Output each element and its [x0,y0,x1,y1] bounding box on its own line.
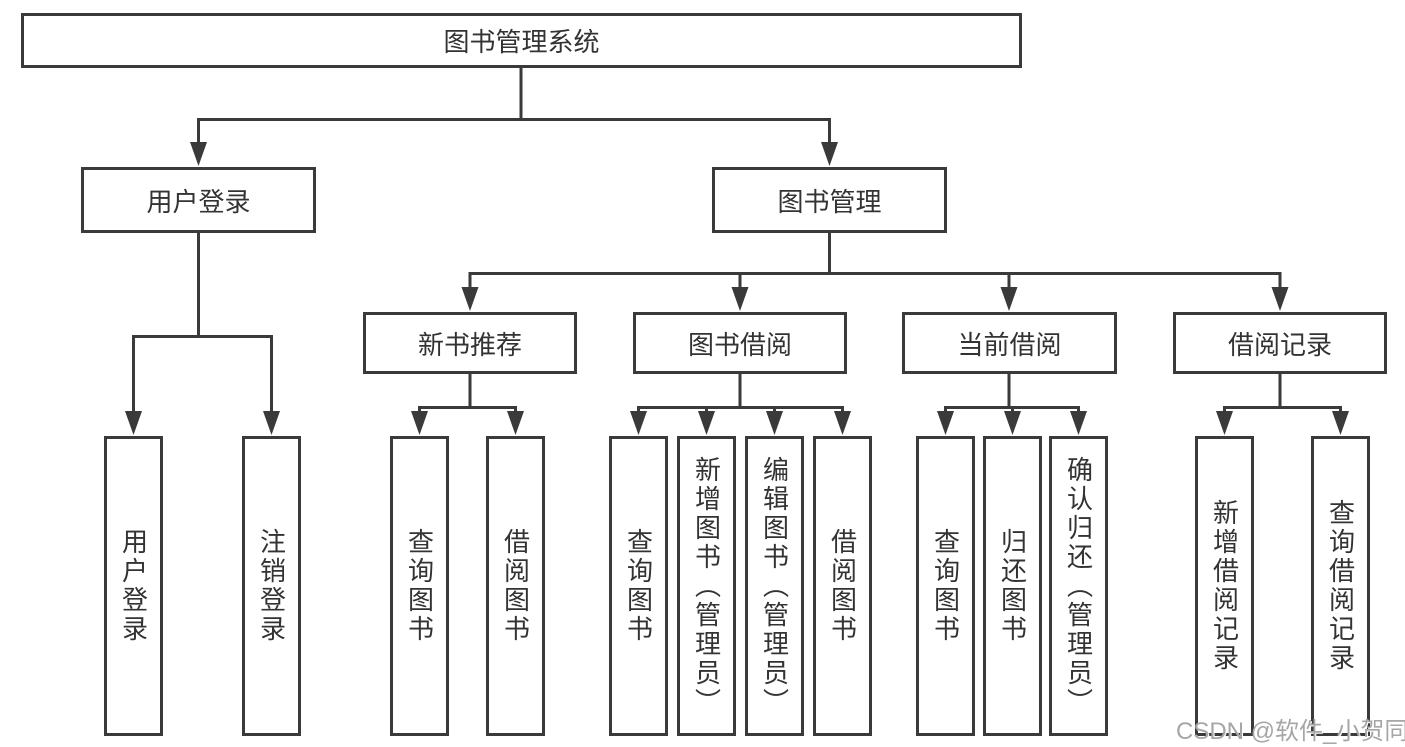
node-user-login: 用户登录 [81,167,316,233]
leaf-edit-books-admin: 编辑图书（管理员） [745,436,804,736]
leaf-query-books-borrowing: 查询图书 [609,436,668,736]
node-root: 图书管理系统 [21,13,1022,68]
leaf-query-books-current-label: 查询图书 [930,528,961,644]
node-new-book-recommend: 新书推荐 [363,312,577,374]
node-root-label: 图书管理系统 [443,27,600,57]
leaf-confirm-return-admin-label: 确认归还（管理员） [1063,455,1094,717]
leaf-return-books-label: 归还图书 [997,528,1028,644]
node-current-borrowing-label: 当前借阅 [957,329,1062,360]
node-book-management-label: 图书管理 [777,186,882,217]
leaf-add-borrow-record-label: 新增借阅记录 [1209,499,1240,673]
leaf-borrow-books-label: 借阅图书 [827,528,858,644]
node-new-book-recommend-label: 新书推荐 [417,329,522,360]
leaf-confirm-return-admin: 确认归还（管理员） [1049,436,1108,736]
node-borrowing-records-label: 借阅记录 [1227,329,1332,360]
leaf-add-books-admin: 新增图书（管理员） [677,436,736,736]
leaf-return-books: 归还图书 [983,436,1042,736]
node-borrowing-records: 借阅记录 [1173,312,1387,374]
leaf-user-login-label: 用户登录 [118,528,149,644]
leaf-borrow-books: 借阅图书 [813,436,872,736]
leaf-add-borrow-record: 新增借阅记录 [1195,436,1254,736]
leaf-edit-books-admin-label: 编辑图书（管理员） [759,455,790,717]
leaf-query-books-borrowing-label: 查询图书 [623,528,654,644]
leaf-query-books-recommend-label: 查询图书 [404,528,435,644]
leaf-add-books-admin-label: 新增图书（管理员） [691,455,722,717]
leaf-query-books-current: 查询图书 [916,436,975,736]
leaf-user-login: 用户登录 [104,436,163,736]
leaf-logout: 注销登录 [242,436,301,736]
node-current-borrowing: 当前借阅 [902,312,1117,374]
leaf-borrow-books-recommend-label: 借阅图书 [500,528,531,644]
leaf-query-borrow-record-label: 查询借阅记录 [1325,499,1356,673]
node-book-borrowing-label: 图书借阅 [687,329,792,360]
node-user-login-label: 用户登录 [146,186,251,217]
node-book-borrowing: 图书借阅 [633,312,847,374]
node-book-management: 图书管理 [712,167,947,233]
leaf-query-borrow-record: 查询借阅记录 [1311,436,1370,736]
leaf-query-books-recommend: 查询图书 [390,436,449,736]
watermark: CSDN @软件_小贺同学 [1176,718,1405,745]
leaf-logout-label: 注销登录 [256,528,287,644]
leaf-borrow-books-recommend: 借阅图书 [486,436,545,736]
